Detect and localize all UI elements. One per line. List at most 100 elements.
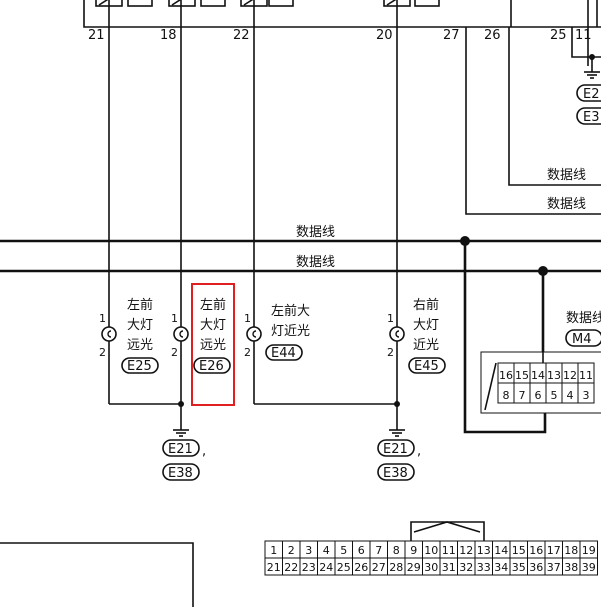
lamp-e25: 1 2 左前 大灯 远光 E25 — [99, 297, 159, 374]
pin-number: 8 — [503, 389, 510, 402]
pin-number: 29 — [407, 561, 421, 574]
lamp-e44: 1 2 左前大 灯近光 E44 — [244, 303, 310, 361]
data-bus-wire — [463, 241, 547, 434]
pin-number: 2 — [99, 346, 106, 359]
pin-number: 14 — [531, 369, 545, 382]
pin-number: 2 — [288, 544, 295, 557]
ground-connectors: E21 , E38 E21 , E38 — [162, 439, 421, 481]
wires — [108, 0, 601, 430]
pin-number: 3 — [305, 544, 312, 557]
data-line-label: 数据线 — [547, 197, 586, 212]
bulb-icon — [389, 326, 405, 342]
pin-label: 25 — [550, 28, 567, 43]
connector-id: E25 — [127, 359, 152, 374]
pin-number: 26 — [354, 561, 368, 574]
separator: , — [202, 444, 206, 459]
connector-id: E2 — [583, 87, 600, 102]
lamp-label: 大灯 — [200, 318, 226, 333]
pin-number: 14 — [494, 544, 508, 557]
pin-number: 12 — [563, 369, 577, 382]
connector-id: E38 — [168, 466, 193, 481]
pin-label: 27 — [443, 28, 460, 43]
pin-number: 16 — [529, 544, 543, 557]
connector-id: E26 — [199, 359, 224, 374]
pin-number: 2 — [171, 346, 178, 359]
pin-number: 4 — [323, 544, 330, 557]
lamp-label: 远光 — [200, 338, 226, 353]
pin-number: 38 — [564, 561, 578, 574]
pin-number: 1 — [244, 312, 251, 325]
bulb-icon — [173, 326, 189, 342]
pin-number: 5 — [340, 544, 347, 557]
pin-cell — [577, 382, 595, 404]
pin-number: 7 — [519, 389, 526, 402]
pin-number: 7 — [375, 544, 382, 557]
pin-number: 12 — [459, 544, 473, 557]
lamp-label: 左前 — [127, 297, 153, 313]
pin-number: 36 — [529, 561, 543, 574]
pin-number: 5 — [551, 389, 558, 402]
connector-id: E44 — [271, 346, 296, 361]
lamp-label: 左前大 — [271, 303, 310, 319]
connector-badge — [565, 329, 601, 347]
junction-dot — [178, 401, 184, 407]
pin-label: 22 — [233, 28, 250, 43]
lamp-label: 右前 — [413, 297, 439, 313]
connector-id: E3 — [583, 110, 600, 125]
pin-number: 1 — [171, 312, 178, 325]
data-line-label: 数据线 — [547, 168, 586, 183]
pin-number: 39 — [582, 561, 596, 574]
pin-number: 9 — [410, 544, 417, 557]
lamp-label: 远光 — [127, 338, 153, 353]
connector-id: M4 — [572, 332, 592, 347]
bulb-icon — [246, 326, 262, 342]
separator: , — [417, 444, 421, 459]
pin-number: 27 — [372, 561, 386, 574]
pin-number: 16 — [499, 369, 513, 382]
pin-label: 21 — [88, 28, 105, 43]
pin-number: 17 — [547, 544, 561, 557]
pin-number: 13 — [477, 544, 491, 557]
data-line-label: 数据线 — [566, 311, 601, 326]
pin-number: 13 — [547, 369, 561, 382]
connector-id: E21 — [168, 442, 193, 457]
pin-number: 18 — [564, 544, 578, 557]
pin-number: 8 — [393, 544, 400, 557]
connector-id: E38 — [383, 466, 408, 481]
pin-number: 11 — [442, 544, 456, 557]
pin-label: 11 — [575, 28, 592, 43]
pin-number: 11 — [579, 369, 593, 382]
pin-number: 15 — [512, 544, 526, 557]
pin-number: 10 — [424, 544, 438, 557]
pin-number: 1 — [387, 312, 394, 325]
component-box — [0, 542, 194, 607]
ground-icon — [584, 71, 600, 79]
lamp-label: 左前 — [200, 297, 226, 313]
pin-number: 3 — [583, 389, 590, 402]
data-line-label: 数据线 — [296, 255, 335, 270]
pin-number: 24 — [319, 561, 333, 574]
pin-label: 18 — [160, 28, 177, 43]
connector-badge — [576, 84, 601, 102]
highlight-box — [191, 283, 235, 406]
pin-number: 25 — [337, 561, 351, 574]
pin-number: 2 — [387, 346, 394, 359]
lamp-label: 灯近光 — [271, 324, 310, 339]
pin-cell — [579, 557, 598, 576]
connector-id: E21 — [383, 442, 408, 457]
connector-id: E45 — [414, 359, 439, 374]
ground-icon — [389, 429, 405, 437]
pin-number: 15 — [515, 369, 529, 382]
pin-number: 2 — [244, 346, 251, 359]
lamp-label: 近光 — [413, 338, 439, 353]
pin-number: 35 — [512, 561, 526, 574]
pin-number: 33 — [477, 561, 491, 574]
lamp-e45: 1 2 右前 大灯 近光 E45 — [387, 297, 446, 374]
pin-number: 23 — [302, 561, 316, 574]
pin-number: 28 — [389, 561, 403, 574]
pin-number: 4 — [567, 389, 574, 402]
pin-number: 1 — [99, 312, 106, 325]
pin-number: 21 — [267, 561, 281, 574]
